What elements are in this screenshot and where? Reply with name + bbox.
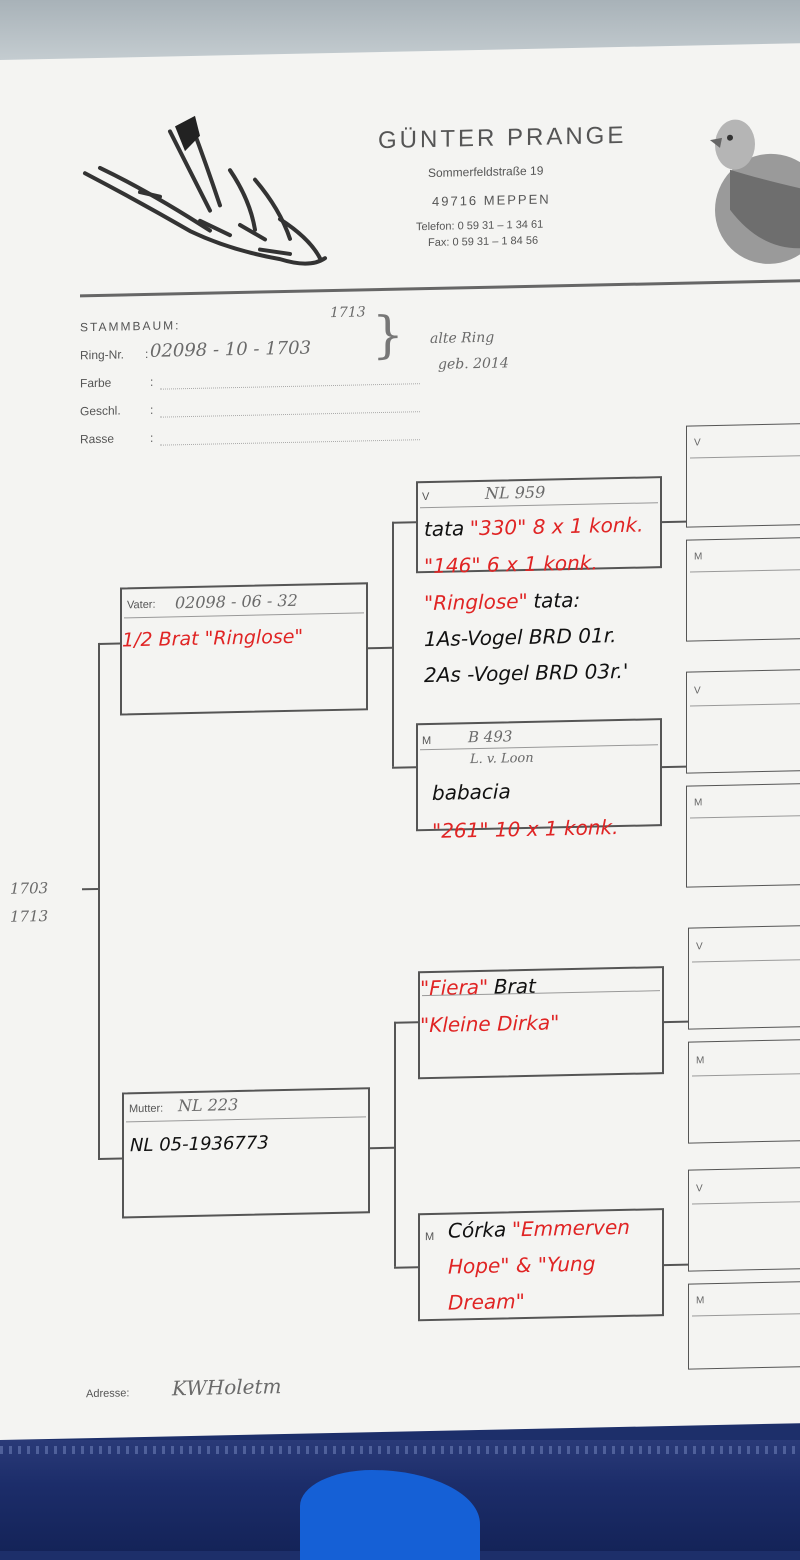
ring-value-top: 1713 [330, 304, 366, 322]
vater-label: Vater: [127, 598, 156, 612]
ring-note-1: alte Ring [430, 329, 495, 347]
vv-line-1: tata "330" 8 x 1 konk. [424, 512, 644, 542]
adresse-label: Adresse: [86, 1387, 130, 1401]
ggp-box-4 [686, 783, 800, 888]
breeder-city: 49716 MEPPEN [432, 191, 551, 209]
pedigree-sheet: GÜNTER PRANGE Sommerfeldstraße 19 49716 … [0, 43, 800, 1440]
vater-note: 1/2 Brat "Ringlose" [122, 625, 304, 652]
breeder-name: GÜNTER PRANGE [378, 121, 627, 155]
farbe-label: Farbe [80, 375, 112, 391]
mm-line-1: Córka "Emmerven [448, 1214, 630, 1243]
vv-line-2: "146" 6 x 1 konk. [424, 550, 598, 579]
vv-line-5: 2As -Vogel BRD 03r.' [424, 658, 629, 688]
ggp-box-3 [686, 669, 800, 774]
margin-dash [82, 887, 98, 891]
vv-line-3: "Ringlose" tata: [424, 587, 581, 616]
mm-tag: M [425, 1230, 435, 1244]
ring-label: Ring-Nr. [80, 347, 125, 363]
vm-line-1: babacia [432, 779, 511, 805]
rasse-label: Rasse [80, 431, 115, 447]
mutter-ring: NL 223 [178, 1095, 239, 1116]
breeder-phone: Telefon: 0 59 31 – 1 34 61 [416, 218, 544, 234]
stammbaum-label: STAMMBAUM: [80, 318, 181, 335]
vm-tag: M [422, 734, 432, 748]
farbe-line [160, 383, 420, 391]
pigeon-logo-icon [83, 115, 327, 266]
mutter-note: NL 05-1936773 [130, 1132, 269, 1157]
geschl-label: Geschl. [80, 403, 121, 419]
margin-note-2: 1713 [10, 906, 49, 926]
ring-colon: : [145, 346, 149, 361]
ggp-box-8 [688, 1281, 800, 1370]
rasse-line [160, 439, 420, 447]
ggp-box-5 [688, 925, 800, 1030]
pigeon-photo [710, 119, 800, 264]
vm-ring: B 493 [468, 727, 513, 747]
margin-note-1: 1703 [10, 878, 49, 898]
mv-line-1: "Fiera" Brat [420, 973, 536, 1001]
vv-tag: V [422, 491, 430, 504]
mutter-label: Mutter: [129, 1102, 164, 1116]
vv-ring: NL 959 [485, 482, 546, 503]
rasse-colon: : [150, 430, 154, 445]
breeder-street: Sommerfeldstraße 19 [428, 163, 544, 181]
vv-line-4: 1As-Vogel BRD 01r. [424, 623, 617, 652]
grandmother-vater-box [416, 718, 662, 832]
vater-ring: 02098 - 06 - 32 [175, 590, 298, 613]
mm-line-3: Dream" [448, 1289, 525, 1315]
breeder-fax: Fax: 0 59 31 – 1 84 56 [428, 234, 539, 250]
ggp-box-2 [686, 537, 800, 642]
blanket-stitching [0, 1446, 800, 1454]
farbe-colon: : [150, 374, 154, 389]
ggp-box-6 [688, 1039, 800, 1144]
ggp-box-7 [688, 1167, 800, 1272]
vm-breeder: L. v. Loon [470, 750, 534, 768]
geschl-line [160, 411, 420, 419]
adresse-signature: KWHoletm [172, 1374, 282, 1401]
mm-line-2: Hope" & "Yung [448, 1251, 596, 1279]
ring-note-2: geb. 2014 [438, 355, 509, 373]
geschl-colon: : [150, 402, 154, 417]
vm-line-2: "261" 10 x 1 konk. [432, 815, 619, 843]
ggp-box-1 [686, 423, 800, 528]
ring-brace: } [372, 305, 404, 365]
tree-trunk [98, 642, 100, 1160]
header-divider [80, 279, 800, 298]
mv-line-2: "Kleine Dirka" [420, 1010, 560, 1038]
ring-value: 02098 - 10 - 1703 [150, 337, 312, 362]
